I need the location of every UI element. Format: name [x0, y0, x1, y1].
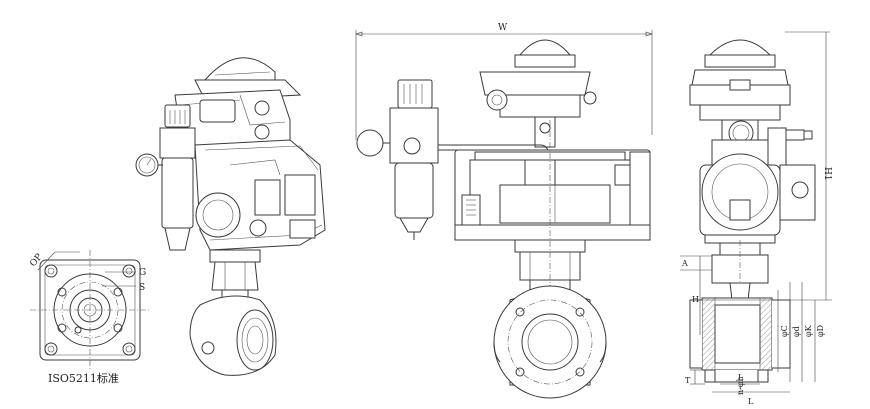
w-dimension-label: W	[498, 23, 508, 33]
iso5211-caption: ISO5211标准	[48, 371, 119, 385]
l-bottom-dimension-label: L	[748, 397, 754, 406]
n-phi-h-dimension-label: n-φh	[736, 376, 745, 395]
phi-d-dimension-label: φd	[792, 326, 801, 337]
t-dimension-label: T	[685, 376, 691, 385]
front-valve-view: W	[355, 23, 653, 399]
a-dimension-label: A	[681, 259, 688, 268]
phi-k-dimension-label: φK	[804, 324, 813, 337]
h-dimension-label: H	[692, 295, 699, 304]
g-label: G	[139, 268, 146, 278]
iso5211-flange-view: OP G S ISO5211标准	[28, 250, 150, 385]
side-valve-view: H1 A H φC φd φK φD L T L n-φh	[680, 31, 832, 406]
phi-c-dimension-label: φC	[780, 325, 789, 337]
phi-d-outer-dimension-label: φD	[816, 325, 825, 337]
h1-dimension-label: H1	[822, 167, 832, 181]
op-label: OP	[28, 252, 44, 269]
front-bolt-holes	[515, 307, 585, 377]
s-label: S	[139, 283, 145, 293]
isometric-valve-view	[135, 57, 326, 376]
flange-bolt-holes	[44, 264, 136, 356]
l-dimension-label: L	[738, 373, 744, 382]
